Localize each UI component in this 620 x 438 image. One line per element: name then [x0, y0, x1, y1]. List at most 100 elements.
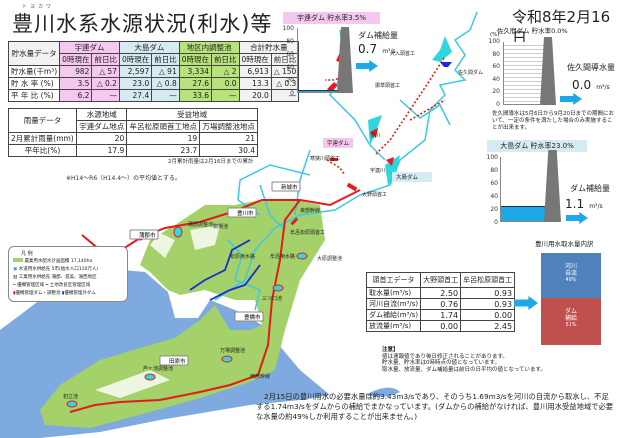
column-header: 頭首工データ [365, 272, 422, 288]
svg-text:三ツ口池: 三ツ口池 [262, 295, 282, 302]
cell: 6,913 [238, 65, 272, 78]
axis-tick: 20 [490, 206, 498, 213]
header-cell: 貯水量データ [7, 41, 61, 66]
axis-tick: 100 [486, 154, 498, 161]
subheader: 0時現在 [118, 53, 153, 66]
cell: 30.4 [199, 144, 258, 157]
svg-text:牟呂用水路: 牟呂用水路 [270, 253, 295, 260]
subheader: 0時現在 [238, 53, 272, 66]
cell: — [151, 89, 180, 102]
cell: — [91, 89, 120, 102]
svg-text:駒場池: 駒場池 [213, 223, 228, 230]
cell: 27.6 [178, 77, 213, 90]
agricultural-area [40, 200, 325, 428]
uchi-supply: 0.7 m³/s [358, 42, 396, 56]
rain-note: 2月累計雨量は2月16日までの累計 [168, 159, 254, 165]
cell: 0.93 [460, 287, 516, 299]
conduit-lines [325, 57, 446, 176]
svg-text:豊橋市: 豊橋市 [244, 313, 261, 321]
svg-text:振草頭首工: 振草頭首工 [375, 82, 400, 89]
legend-title: 凡 例 [21, 251, 33, 257]
cell: △ 2 [211, 65, 240, 78]
row-label: ダム補給(m³/s) [365, 309, 422, 321]
table-row: 平 年 比 (%)6.2—27.4—33.6—20.0— [7, 89, 300, 102]
cell: 17.9 [76, 144, 128, 157]
svg-text:宇連川: 宇連川 [370, 167, 385, 174]
cell: 2.45 [460, 320, 516, 332]
axis-tick: 0 [290, 90, 294, 97]
axis-tick: 60 [490, 180, 498, 187]
cell: 0.76 [420, 298, 462, 310]
cell: 33.6 [178, 89, 213, 102]
column-header: 牟呂松原頭首工 [460, 272, 516, 288]
cell: △ 0.2 [91, 77, 120, 90]
svg-text:佐久間ダム: 佐久間ダム [458, 69, 483, 76]
rivers [214, 11, 478, 311]
cell: 0.00 [420, 320, 462, 332]
note-line: 値は速報値であり後日修正されることがあります。 [382, 353, 508, 360]
map-labels: 大入頭首工 振草頭首工 佐久間ダム 寒狭川頭首工 大野頭首工 牟呂松原頭首工 大… [63, 50, 483, 400]
cell: 2.50 [420, 287, 462, 299]
flow-arrow-icon [566, 212, 588, 224]
legend-item-water: ▣ 水道用水供給先 5市(給水人口110万人) [13, 267, 99, 272]
oshima-gauge [500, 157, 550, 222]
factory-icon: ▥ [13, 275, 18, 280]
subheader: 前日比 [211, 53, 240, 66]
summary-text: 2月15日の豊川用水の必要水量は約3.43m3/sであり、そのうち1.69m3/… [256, 392, 614, 421]
svg-text:大入頭首工: 大入頭首工 [390, 50, 415, 57]
axis-tick: 60 [492, 63, 500, 71]
axis-tick: 20 [492, 88, 500, 96]
note-line: 取水量、放流量、ダム補給量は前日の日平均の値となっています。 [382, 366, 547, 373]
svg-text:牟呂松原頭首工: 牟呂松原頭首工 [290, 229, 325, 236]
subheader: 前日比 [270, 53, 300, 66]
svg-text:寒狭川頭首工: 寒狭川頭首工 [310, 155, 340, 162]
cell: 23.0 [118, 77, 153, 90]
subheader: 前日比 [151, 53, 180, 66]
axis-tick: 40 [492, 75, 500, 83]
svg-text:新城市: 新城市 [281, 183, 298, 191]
axis-tick: 40 [490, 193, 498, 200]
legend-item-dams: ▮優機管理ダム・調整池 ▮優機管理外ダム [13, 291, 96, 296]
cell: 0.93 [460, 298, 516, 310]
cell: — [211, 89, 240, 102]
sakuma-flow: 0.0 m³/s [572, 78, 610, 92]
svg-text:初立池: 初立池 [63, 393, 78, 400]
cell: 1.74 [420, 309, 462, 321]
cell: △ 0.8 [151, 77, 180, 90]
sakuma-note: 佐久間導水は5月6日から9月20日までの期間において、一定の条件を満たした場合の… [492, 111, 614, 131]
svg-text:松原用水路: 松原用水路 [230, 253, 255, 260]
axis-tick: 0 [496, 101, 500, 108]
rain-table: 雨量データ 水源地域 受益地域 宇連ダム地点牟呂松原頭首工地点万場調整池地点 2… [7, 108, 258, 157]
svg-text:大原調整池: 大原調整池 [317, 255, 342, 262]
sakuma-flow-label: 佐久間導水量 [567, 63, 615, 72]
sakuma-gauge [503, 42, 548, 105]
breakdown-title: 豊川用水取水量内訳 [535, 240, 594, 248]
axis-tick: 0 [494, 219, 498, 226]
sea [365, 387, 400, 397]
flow-arrow-icon [560, 93, 582, 105]
svg-text:田原市: 田原市 [169, 357, 186, 365]
legend-item-lines: ━ 優機管理区域 ━ 土地改良区管理区域 [13, 283, 91, 288]
svg-text:豊川: 豊川 [370, 132, 380, 139]
sakuma-pct-label: (%) [490, 32, 500, 38]
page-title: 豊川水系水源状況(利水)等 [12, 12, 273, 36]
svg-text:蒲郡調整池: 蒲郡調整池 [188, 221, 213, 228]
axis-tick: 80 [490, 167, 498, 174]
note-line: 貯水量、貯水率は0時時点の値となっています。 [382, 360, 501, 366]
svg-text:蒲郡市: 蒲郡市 [139, 231, 156, 239]
row-label: 取水量(m³/s) [365, 287, 422, 299]
axis-tick: 80 [492, 50, 500, 58]
average-note: ※H14～R6（H14.4～）の平均値とする。 [66, 175, 181, 182]
subheader: 前日比 [91, 53, 120, 66]
svg-text:万場調整池: 万場調整池 [220, 347, 245, 354]
cell: 3,334 [178, 65, 213, 78]
oshima-dam-map-label: 大島ダム [392, 172, 432, 182]
urban-area [95, 225, 220, 398]
flow-arrow-icon [514, 296, 538, 310]
